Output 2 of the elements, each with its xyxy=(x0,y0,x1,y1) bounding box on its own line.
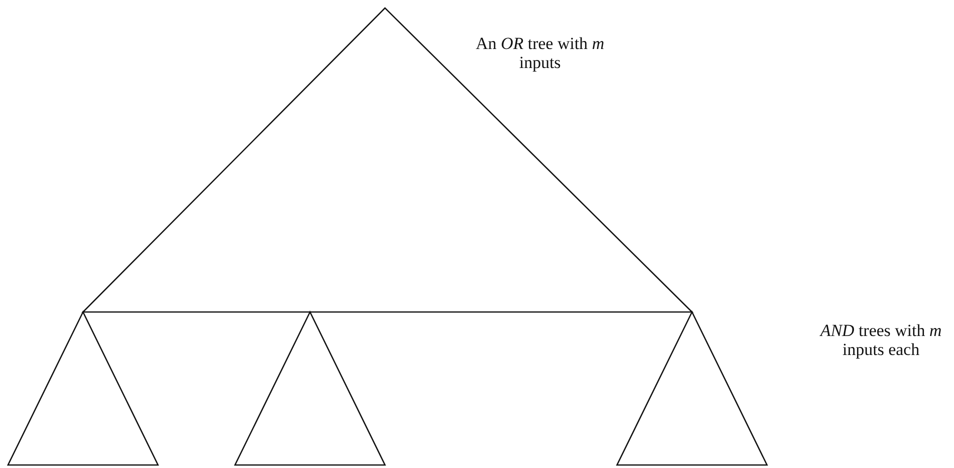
annotation-text: AND trees with m inputs each xyxy=(818,321,943,359)
annotation-text: An OR tree with m inputs xyxy=(474,34,606,72)
